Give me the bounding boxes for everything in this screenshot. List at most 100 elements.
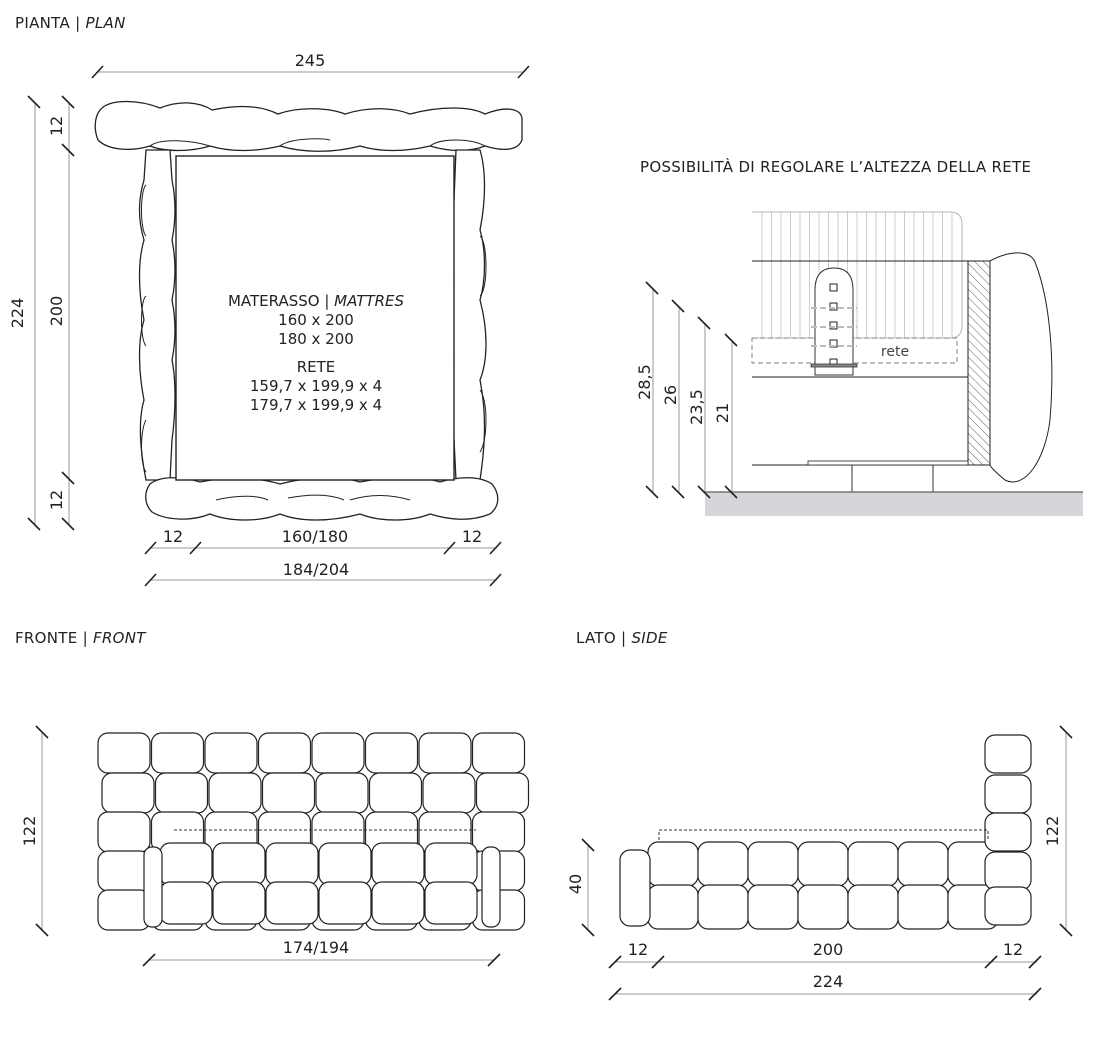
side-base-cushion xyxy=(797,841,849,887)
front-dim-height: 122 xyxy=(20,725,49,937)
plan-dim-width-total: 245 xyxy=(91,51,530,79)
side-base-cushion xyxy=(697,884,749,930)
side-headboard-cushion xyxy=(984,851,1032,891)
side-headboard-cushion xyxy=(984,774,1032,814)
rete-inline-label: rete xyxy=(881,344,909,360)
adjust-dim-28-5: 28,5 xyxy=(635,281,659,499)
plan-outer-width-label: 184/204 xyxy=(283,560,349,579)
plan-inner-width-label: 160/180 xyxy=(282,527,348,546)
front-headboard-cushion xyxy=(471,732,526,774)
side-base-cushion xyxy=(747,884,799,930)
side-base-cushion xyxy=(897,884,949,930)
plan-title-en: PLAN xyxy=(85,14,126,32)
plan-width-total-label: 245 xyxy=(295,51,326,70)
front-footboard-cushion xyxy=(159,842,213,886)
front-footboard-cushion xyxy=(265,881,319,925)
front-headboard-cushion xyxy=(364,732,419,774)
plan-dim-outer-width: 184/204 xyxy=(144,560,502,587)
side-base-cushion xyxy=(697,841,749,887)
front-footboard-cushion xyxy=(318,842,372,886)
front-footboard-cushion xyxy=(424,881,478,925)
front-headboard-cushion xyxy=(101,772,155,814)
side-base-cushion xyxy=(747,841,799,887)
mattress-size-160: 160 x 200 xyxy=(278,311,354,329)
height-23-5-label: 23,5 xyxy=(687,389,706,425)
front-headboard-cushion xyxy=(422,772,476,814)
side-left-label: 12 xyxy=(628,940,648,959)
adjust-detail: rete xyxy=(635,211,1083,516)
side-title-it: LATO xyxy=(576,629,616,647)
height-26-label: 26 xyxy=(661,385,680,405)
side-base-cushion xyxy=(847,884,899,930)
rete-size-160: 159,7 x 199,9 x 4 xyxy=(250,377,382,395)
mattress-size-180: 180 x 200 xyxy=(278,330,354,348)
plan-bed-outline xyxy=(94,100,523,521)
rete-label: RETE xyxy=(297,358,336,376)
front-height-label: 122 xyxy=(20,816,39,847)
plan-dim-height-total: 224 xyxy=(8,95,41,531)
plan-mattress-info: MATERASSO | MATTRES 160 x 200 180 x 200 … xyxy=(228,292,405,414)
plan-footboard-depth-label: 12 xyxy=(47,490,66,510)
adjust-mattress xyxy=(752,211,963,339)
plan-title: PIANTA | PLAN xyxy=(15,14,126,32)
height-28-5-label: 28,5 xyxy=(635,364,654,400)
side-view: 40 122 12 200 12 224 xyxy=(566,725,1073,1001)
front-view: 122 174/194 xyxy=(20,725,530,967)
front-footboard-end xyxy=(143,846,163,928)
adjust-dim-21: 21 xyxy=(713,333,738,499)
side-height-total-label: 122 xyxy=(1043,816,1062,847)
plan-dim-height-parts: 12 200 12 xyxy=(47,95,75,531)
adjust-dim-26: 26 xyxy=(661,299,685,499)
side-mattress-line xyxy=(658,829,989,840)
side-base-cushion xyxy=(797,884,849,930)
side-dim-base-height: 40 xyxy=(566,838,595,937)
side-base-cushion xyxy=(647,841,699,887)
front-footboard-cushion xyxy=(212,842,266,886)
front-footboard-cushion xyxy=(371,842,425,886)
side-base-cushion xyxy=(647,884,699,930)
adjust-title: POSSIBILITÀ DI REGOLARE L’ALTEZZA DELLA … xyxy=(640,158,1032,176)
front-headboard-cushion xyxy=(204,732,258,774)
side-base-height-label: 40 xyxy=(566,874,585,894)
front-footboard-cushion xyxy=(159,881,213,925)
side-headboard-cushion xyxy=(984,734,1032,774)
side-right-label: 12 xyxy=(1003,940,1023,959)
height-21-label: 21 xyxy=(713,403,732,423)
front-headboard-cushion xyxy=(311,732,365,774)
side-title-en: SIDE xyxy=(631,629,668,647)
rete-size-180: 179,7 x 199,9 x 4 xyxy=(250,396,382,414)
rete-dashed-outline xyxy=(751,337,958,364)
side-headboard-cushion xyxy=(984,812,1032,852)
plan-title-it: PIANTA xyxy=(15,14,71,32)
adjust-bracket xyxy=(810,267,858,376)
front-footboard-cushion xyxy=(424,842,478,886)
front-base-cushion xyxy=(97,889,151,931)
front-footboard-cushion xyxy=(371,881,425,925)
front-headboard-cushion xyxy=(475,772,530,814)
front-footboard-cushion xyxy=(265,842,319,886)
front-headboard-cushion xyxy=(315,772,369,814)
mattress-label-it: MATERASSO xyxy=(228,292,320,310)
front-headboard-cushion xyxy=(261,772,316,814)
front-headboard-cushion xyxy=(150,732,205,774)
side-base-cushion xyxy=(897,841,949,887)
front-footboard-cushion xyxy=(318,881,372,925)
mattress-label-en: MATTRES xyxy=(334,292,404,310)
side-title: LATO | SIDE xyxy=(576,629,668,647)
plan-side-left-label: 12 xyxy=(163,527,183,546)
side-footboard xyxy=(619,849,651,927)
front-headboard-cushion xyxy=(154,772,209,814)
plan-height-total-label: 224 xyxy=(8,298,27,329)
floor xyxy=(705,492,1083,516)
plan-headboard-depth-label: 12 xyxy=(47,116,66,136)
mattress-label: MATERASSO | MATTRES xyxy=(228,292,405,310)
adjust-dim-23-5: 23,5 xyxy=(687,316,711,499)
side-panel-hatched xyxy=(967,260,991,466)
front-width-label: 174/194 xyxy=(283,938,349,957)
front-headboard-cushion xyxy=(368,772,423,814)
front-title-en: FRONT xyxy=(93,629,146,647)
plan-mattress xyxy=(175,155,455,481)
front-headboard-cushion xyxy=(418,732,472,774)
front-base-cushion xyxy=(97,850,151,892)
